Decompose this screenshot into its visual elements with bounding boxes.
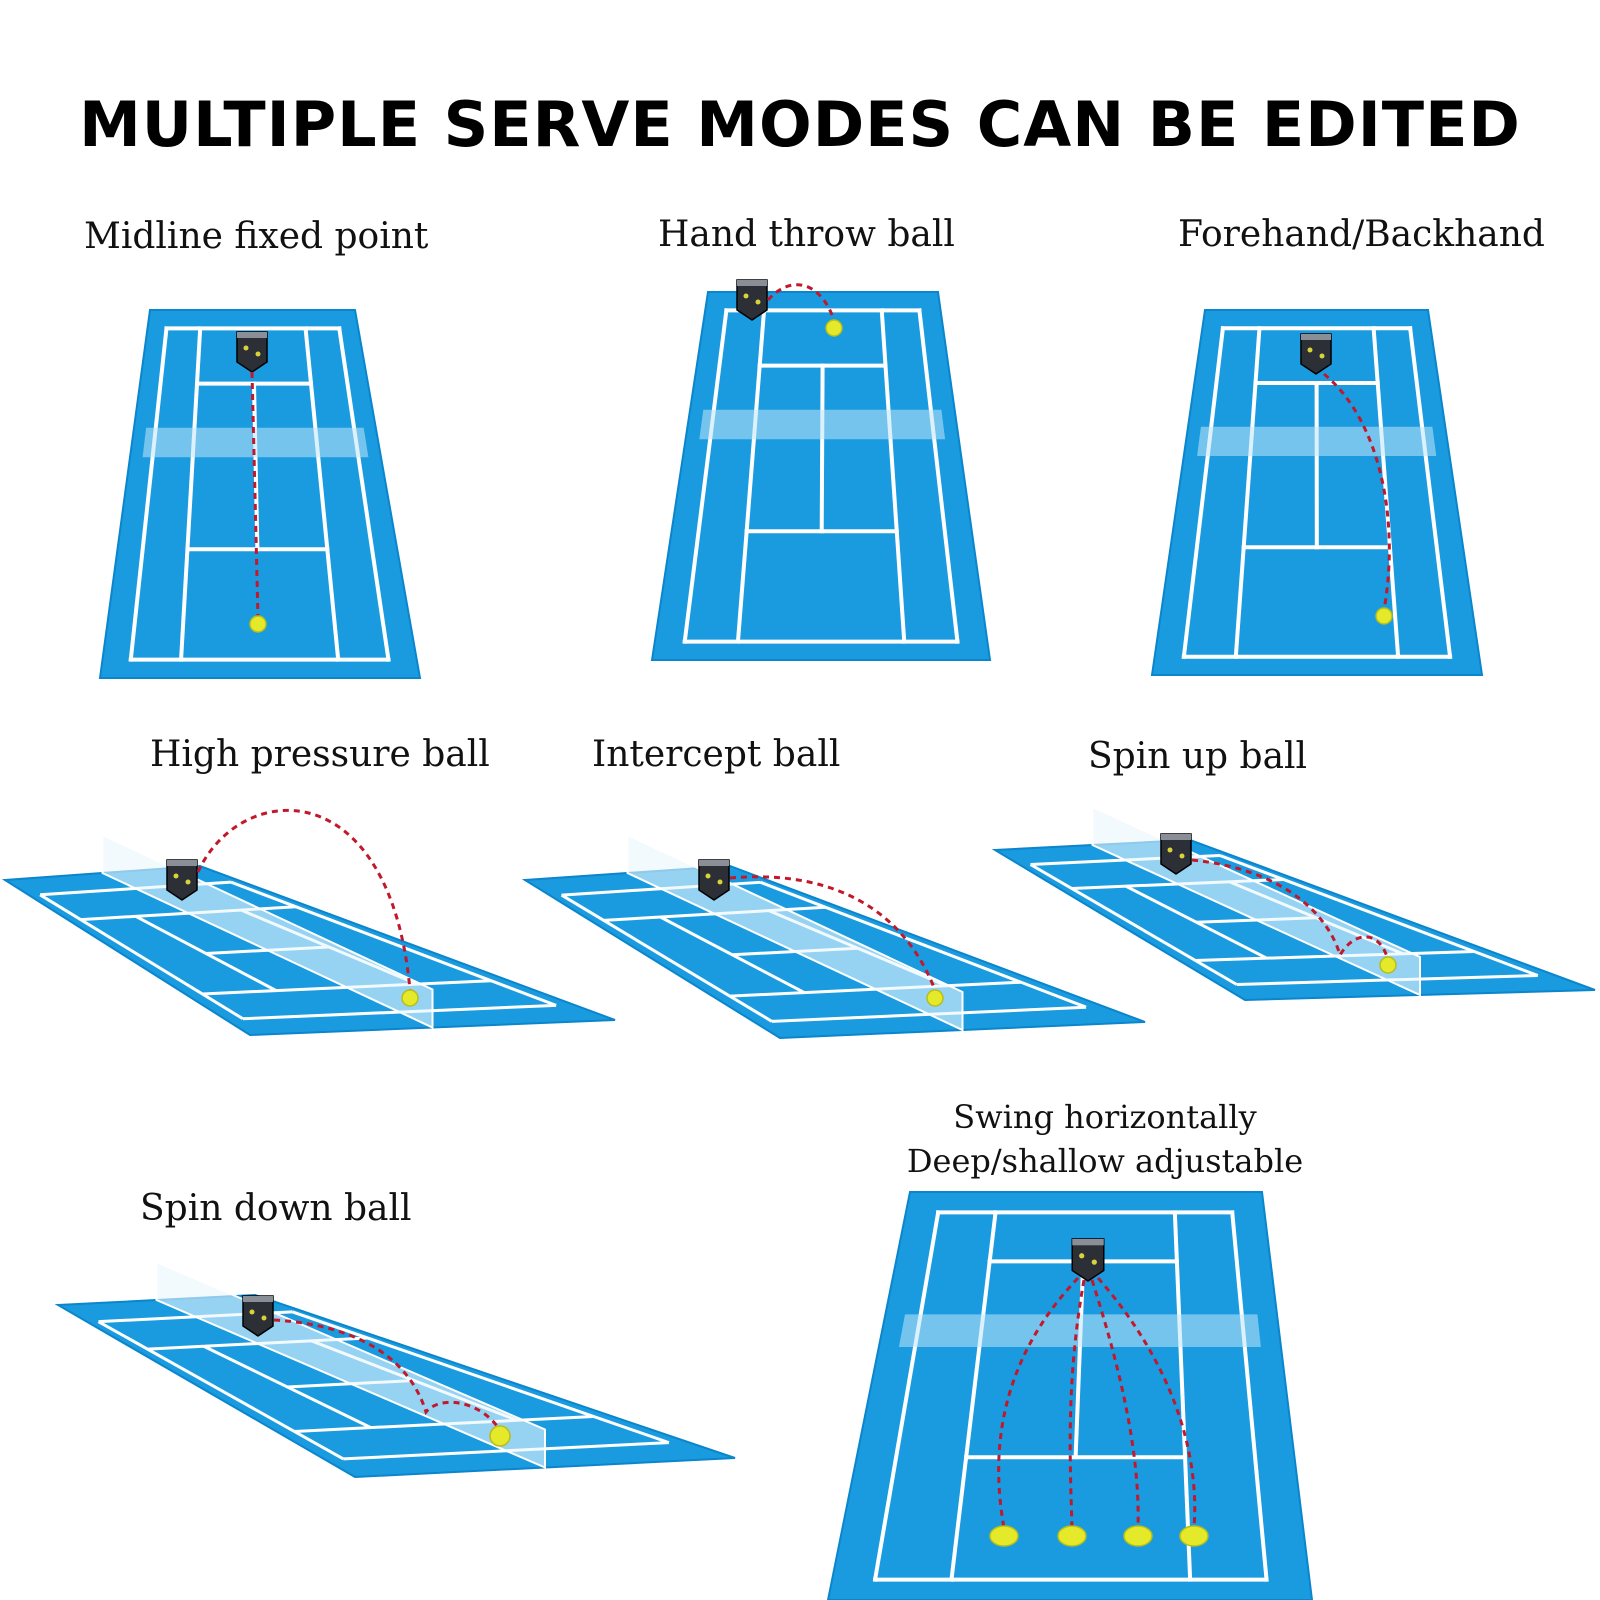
machine-top [737,280,767,286]
machine-top [243,1296,273,1302]
page-title: MULTIPLE SERVE MODES CAN BE EDITED [79,88,1521,161]
machine-light [705,873,711,879]
court-line [1219,854,1539,977]
label-intercept-ball: Intercept ball [592,734,841,775]
machine-top [1072,1239,1104,1246]
court-line [39,893,244,1021]
machine-light [1091,1259,1097,1265]
trajectory-path [1090,1279,1140,1529]
court-high-pressure-ball [1,808,616,1037]
court-line [759,880,1087,1009]
court-line [872,1210,941,1582]
tennis-ball-icon [825,319,843,337]
machine-light [255,351,261,357]
tennis-ball-icon [1057,1525,1087,1547]
machine-top [237,332,267,338]
court-forehand-backhand [1150,309,1484,676]
court-line [251,381,260,552]
court-line [291,1310,670,1445]
court-line [97,1320,345,1461]
court-line [128,326,169,662]
label-deep-shallow-adjustable: Deep/shallow adjustable [906,1142,1304,1180]
label-high-pressure-ball: High pressure ball [150,734,490,775]
tennis-ball-icon [1379,956,1397,974]
label-forehand-backhand: Forehand/Backhand [1178,214,1545,255]
court-line [1407,326,1453,659]
machine-light [717,879,723,885]
machine-light [1307,347,1313,353]
label-spin-up-ball: Spin up ball [1088,736,1308,777]
label-spin-down-ball: Spin down ball [140,1188,412,1229]
tennis-ball-icon [401,989,419,1007]
machine-top [167,860,197,866]
court-midline-fixed-point [98,309,422,679]
net-band [1197,426,1437,456]
court-line [917,308,960,644]
machine-light [1167,847,1173,853]
trajectory-path [997,1276,1080,1529]
court-intercept-ball [521,833,1146,1040]
label-hand-throw-ball: Hand throw ball [658,214,955,255]
court-line [819,363,825,534]
court-hand-throw-ball [650,279,992,661]
court-spin-up-ball [991,805,1596,1002]
court-line [1029,863,1238,986]
machine-top [699,860,729,866]
court-line [682,308,729,644]
tennis-ball-icon [489,1425,511,1447]
court-line [1181,326,1226,659]
court-swing-horizontally [826,1191,1314,1600]
label-midline-fixed-point: Midline fixed point [84,216,429,257]
court-line [1172,1210,1193,1582]
tennis-ball-icon [926,989,944,1007]
court-line [230,880,557,1007]
machine-light [755,299,761,305]
machine-light [173,873,179,879]
trajectory-path [1068,1279,1086,1529]
label-swing-horizontally: Swing horizontally [953,1098,1257,1136]
machine-light [1179,853,1185,859]
net-band [898,1314,1261,1347]
machine-light [243,345,249,351]
trajectory-path [1096,1277,1197,1529]
net-band [699,409,946,440]
machine-light [261,1315,267,1321]
court-line [1230,1210,1269,1582]
tennis-ball-icon [249,615,267,633]
machine-light [1319,353,1325,359]
machine-light [1079,1253,1085,1259]
trajectory-path [250,371,260,619]
net-band [142,427,369,458]
machine-light [743,293,749,299]
trajectory-path [273,1318,502,1431]
tennis-ball-icon [1375,607,1393,625]
machine-light [185,879,191,885]
tennis-ball-icon [1179,1525,1209,1547]
court-surface [98,309,422,679]
machine-top [1161,834,1191,840]
trajectory-path [729,875,937,991]
machine-light [249,1309,255,1315]
tennis-ball-icon [1123,1525,1153,1547]
court-spin-down-ball [54,1260,736,1479]
court-line [337,326,391,662]
machine-top [1301,334,1331,340]
court-line [949,1210,998,1582]
court-line [560,893,773,1023]
tennis-ball-icon [989,1525,1019,1547]
court-surface [826,1191,1314,1600]
